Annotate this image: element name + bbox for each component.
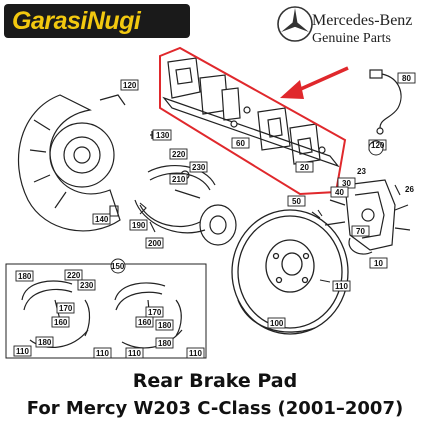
part-20: 20 xyxy=(300,163,309,172)
logo-text: GarasiNugi xyxy=(12,7,141,35)
part-110d: 110 xyxy=(189,349,202,358)
part-200: 200 xyxy=(148,239,162,248)
caption-subtitle: For Mercy W203 C-Class (2001–2007) xyxy=(26,398,404,419)
part-110a: 110 xyxy=(16,347,29,356)
part-70: 70 xyxy=(356,227,365,236)
backing-plate xyxy=(17,94,126,232)
part-170b: 170 xyxy=(148,308,162,317)
part-23: 23 xyxy=(357,167,366,176)
part-130: 130 xyxy=(156,131,170,140)
wear-sensor xyxy=(369,69,402,135)
brake-pad-set xyxy=(162,57,340,168)
part-180b: 180 xyxy=(38,338,52,347)
part-100: 100 xyxy=(270,319,284,328)
part-230: 230 xyxy=(192,163,206,172)
part-180a: 180 xyxy=(18,272,32,281)
part-26: 26 xyxy=(405,185,414,194)
part-160b: 160 xyxy=(138,318,152,327)
part-180d: 180 xyxy=(158,339,172,348)
part-150: 150 xyxy=(111,262,125,271)
part-220: 220 xyxy=(172,150,186,159)
manufacturer-name: Mercedes-Benz xyxy=(312,12,413,29)
part-110c: 110 xyxy=(128,349,141,358)
part-110e: 110 xyxy=(335,282,348,291)
part-80: 80 xyxy=(402,74,411,83)
manufacturer-tagline: Genuine Parts xyxy=(312,31,391,46)
part-50: 50 xyxy=(292,197,301,206)
part-30: 30 xyxy=(342,179,351,188)
brake-disc xyxy=(231,209,349,335)
part-140: 140 xyxy=(95,215,109,224)
part-180c: 180 xyxy=(158,321,172,330)
caption-title: Rear Brake Pad xyxy=(132,370,298,392)
part-label-circles xyxy=(110,140,384,274)
hardware-bolts xyxy=(109,184,401,283)
part-210: 210 xyxy=(172,175,186,184)
part-170a: 170 xyxy=(59,304,73,313)
part-190: 190 xyxy=(132,221,146,230)
inset-shoes xyxy=(21,280,183,349)
part-230b: 230 xyxy=(80,281,94,290)
red-arrow-icon xyxy=(280,66,349,99)
mercedes-star-icon xyxy=(277,6,313,42)
part-40: 40 xyxy=(335,188,344,197)
wheel-hub xyxy=(199,204,237,246)
part-220b: 220 xyxy=(67,271,81,280)
part-160a: 160 xyxy=(54,318,68,327)
part-120b: 120 xyxy=(371,141,385,150)
brake-caliper xyxy=(324,179,411,255)
part-10: 10 xyxy=(374,259,383,268)
part-110b: 110 xyxy=(96,349,109,358)
part-120: 120 xyxy=(123,81,137,90)
part-60: 60 xyxy=(236,139,245,148)
garasinugi-logo: GarasiNugi xyxy=(4,4,190,38)
